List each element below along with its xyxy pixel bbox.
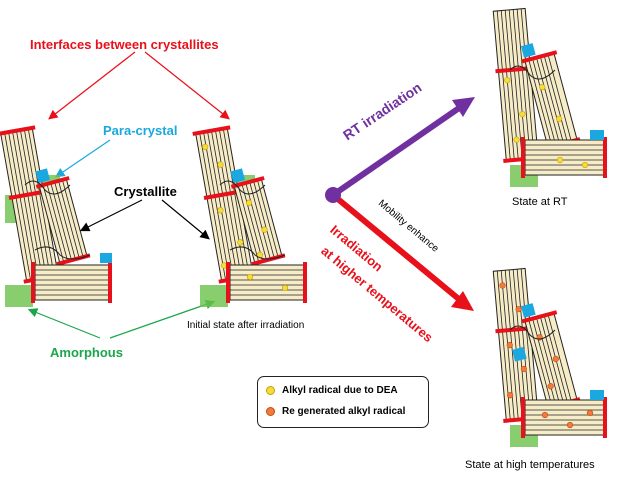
para-crystal-label: Para-crystal bbox=[103, 123, 178, 138]
crystallite-pointers bbox=[79, 199, 210, 240]
amorphous-pointers bbox=[27, 299, 216, 339]
crystallite-cluster-2 bbox=[192, 125, 307, 307]
interfaces-label: Interfaces between crystallites bbox=[30, 37, 219, 52]
amorphous-label: Amorphous bbox=[50, 345, 123, 360]
interface-pointers bbox=[48, 51, 230, 120]
para-crystal-pointer bbox=[55, 139, 111, 178]
yellow-radical-icon bbox=[266, 386, 275, 395]
crystallite-label: Crystallite bbox=[114, 184, 177, 199]
crystallite-cluster-rt bbox=[492, 7, 607, 187]
legend-label: Alkyl radical due to DEA bbox=[282, 385, 398, 396]
legend-item-orange: Re generated alkyl radical bbox=[266, 406, 405, 417]
crystallite-cluster-1 bbox=[0, 125, 112, 307]
state-high-label: State at high temperatures bbox=[465, 459, 595, 471]
legend: Alkyl radical due to DEA Re generated al… bbox=[257, 376, 429, 428]
legend-item-yellow: Alkyl radical due to DEA bbox=[266, 385, 398, 396]
crystallite-cluster-high bbox=[492, 267, 607, 447]
state-rt-label: State at RT bbox=[512, 196, 568, 208]
initial-state-label: Initial state after irradiation bbox=[187, 320, 305, 331]
branch-node bbox=[325, 187, 341, 203]
rt-irradiation-arrow bbox=[331, 97, 475, 198]
legend-label: Re generated alkyl radical bbox=[282, 406, 406, 417]
orange-radical-icon bbox=[266, 407, 275, 416]
high-temp-irradiation-arrow bbox=[331, 192, 474, 311]
